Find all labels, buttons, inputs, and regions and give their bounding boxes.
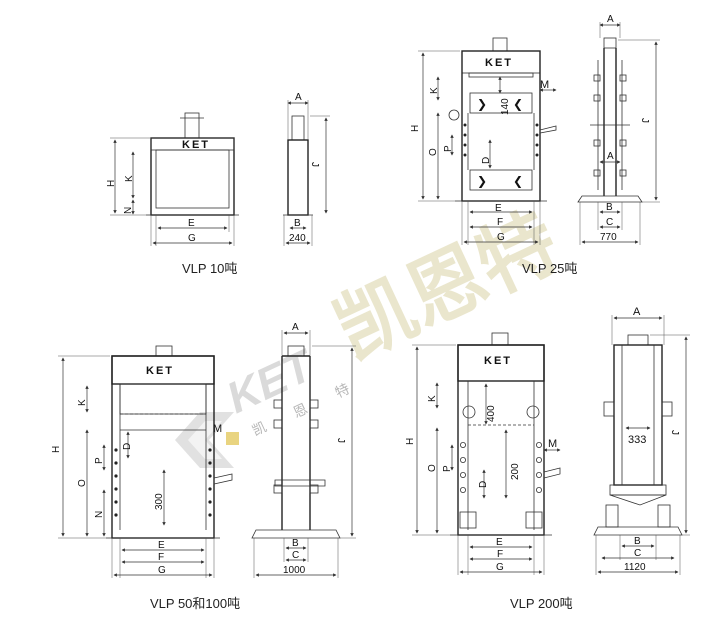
vlp50-side-width: 1000: [283, 565, 306, 576]
vlp200-front-view: KET 400 200 H K O: [405, 332, 561, 575]
vlp25-label-e: E: [495, 203, 502, 214]
vlp25-side-label-c: C: [606, 217, 613, 228]
vlp25-side-clamps: [593, 74, 627, 177]
watermark: KET 凯 恩 特 凯恩特: [175, 197, 571, 468]
vlp200-side-view: 333 A J B C 1120: [593, 306, 690, 575]
vlp50-label-h: H: [51, 446, 62, 453]
vlp25-label-o: O: [428, 148, 439, 156]
vlp10-side-label-a: A: [295, 92, 302, 103]
vlp200-side-label-a: A: [633, 306, 641, 318]
vlp25-side-label-a-top: A: [607, 14, 614, 25]
vlp25-side-label-j: J: [639, 118, 650, 123]
vlp25-chevron-down-2: ❮: [513, 174, 523, 188]
vlp50-label-n: N: [94, 511, 105, 518]
vlp25-label-h: H: [410, 125, 421, 132]
vlp200-inner-top-dim: 400: [486, 405, 497, 422]
vlp200-label-f: F: [497, 549, 503, 560]
vlp10-label-g: G: [188, 233, 196, 244]
vlp200-bolt-icon: [462, 405, 476, 419]
vlp25-caption: VLP 25吨: [522, 261, 577, 276]
vlp25-side-view: A A J B C 770: [577, 14, 660, 245]
vlp200-label-o: O: [427, 464, 438, 472]
vlp10-caption: VLP 10吨: [182, 261, 237, 276]
vlp200-side-width: 1120: [624, 562, 646, 573]
vlp200-bolt-icon: [526, 405, 540, 419]
vlp50-side-label-c: C: [292, 550, 299, 561]
vlp50-label-k: K: [77, 399, 88, 406]
vlp25-side-label-b: B: [606, 202, 613, 213]
watermark-logo-icon: [175, 412, 239, 468]
vlp25-front-view: KET ❯ ❮ 140 ❯ ❮ H K: [410, 37, 557, 245]
watermark-cn-small-1: 凯: [250, 418, 269, 438]
vlp50-caption: VLP 50和100吨: [150, 596, 240, 611]
vlp200-label-k: K: [427, 395, 438, 402]
vlp50-brand: KET: [146, 365, 174, 377]
vlp50-label-o: O: [77, 479, 88, 487]
vlp200-pin-holes: [459, 441, 543, 493]
vlp200-label-e: E: [496, 537, 503, 548]
vlp10-brand: KET: [182, 139, 210, 151]
vlp10-label-k: K: [124, 175, 135, 182]
vlp200-side-clamp-icon: [603, 401, 615, 417]
vlp10-front-view: KET H K N E G: [106, 112, 239, 246]
vlp50-side-label-j: J: [335, 438, 346, 443]
vlp200-label-m: M: [548, 438, 557, 450]
vlp50-inner-dim: 300: [154, 493, 165, 510]
vlp10-side-view: A J B 240: [283, 92, 330, 246]
vlp10-label-h: H: [106, 180, 117, 187]
vlp200-side-inner-dim: 333: [628, 434, 646, 446]
vlp25-label-k: K: [429, 87, 440, 94]
vlp10-side-width: 240: [289, 233, 306, 244]
vlp25-label-f: F: [497, 217, 503, 228]
vlp50-pin-holes: [114, 448, 212, 517]
vlp25-pin-holes: [463, 123, 539, 157]
vlp25-label-m: M: [540, 79, 549, 91]
vlp10-side-label-j: J: [309, 162, 320, 167]
vlp50-side-clamps: [273, 399, 319, 494]
vlp200-side-label-b: B: [634, 536, 641, 547]
vlp25-chevron-down-1: ❯: [477, 174, 487, 188]
vlp50-front-view: KET 300 H K O: [51, 345, 233, 578]
vlp50-label-g: G: [158, 565, 166, 576]
vlp25-chevron-up-1: ❯: [477, 97, 487, 111]
vlp50-side-label-a: A: [292, 322, 299, 333]
vlp25-label-p: P: [443, 145, 454, 152]
vlp200-side-clamp-icon: [661, 401, 673, 417]
vlp25-side-width: 770: [600, 232, 617, 243]
vlp50-label-m: M: [213, 423, 222, 435]
vlp25-inner-dim: 140: [500, 98, 511, 115]
vlp50-side-view: A J B C 1000: [251, 322, 356, 578]
vlp200-brand: KET: [484, 355, 512, 367]
vlp200-caption: VLP 200吨: [510, 596, 573, 611]
vlp200-label-d: D: [478, 481, 489, 488]
vlp200-label-h: H: [405, 438, 416, 445]
vlp200-side-label-j: J: [669, 430, 680, 435]
vlp10-side-label-b: B: [294, 218, 301, 229]
vlp200-label-g: G: [496, 562, 504, 573]
vlp200-label-p: P: [442, 465, 453, 472]
vlp25-side-label-a-mid: A: [607, 151, 614, 162]
vlp50-label-d: D: [122, 443, 133, 450]
vlp50-label-f: F: [158, 552, 164, 563]
vlp25-gauge-icon: [448, 109, 460, 121]
vlp200-inner-mid-dim: 200: [510, 463, 521, 480]
vlp25-label-g: G: [497, 232, 505, 243]
vlp200-side-label-c: C: [634, 548, 641, 559]
watermark-cn-small-2: 恩: [291, 400, 310, 420]
vlp25-label-d: D: [481, 157, 492, 164]
vlp10-label-e: E: [188, 218, 195, 229]
vlp25-chevron-up-2: ❮: [513, 97, 523, 111]
vlp50-label-e: E: [158, 540, 165, 551]
vlp10-label-n: N: [123, 207, 134, 214]
vlp25-brand: KET: [485, 57, 513, 69]
vlp50-label-p: P: [94, 457, 105, 464]
watermark-cn-small-3: 特: [333, 380, 352, 400]
vlp50-side-label-b: B: [292, 538, 299, 549]
